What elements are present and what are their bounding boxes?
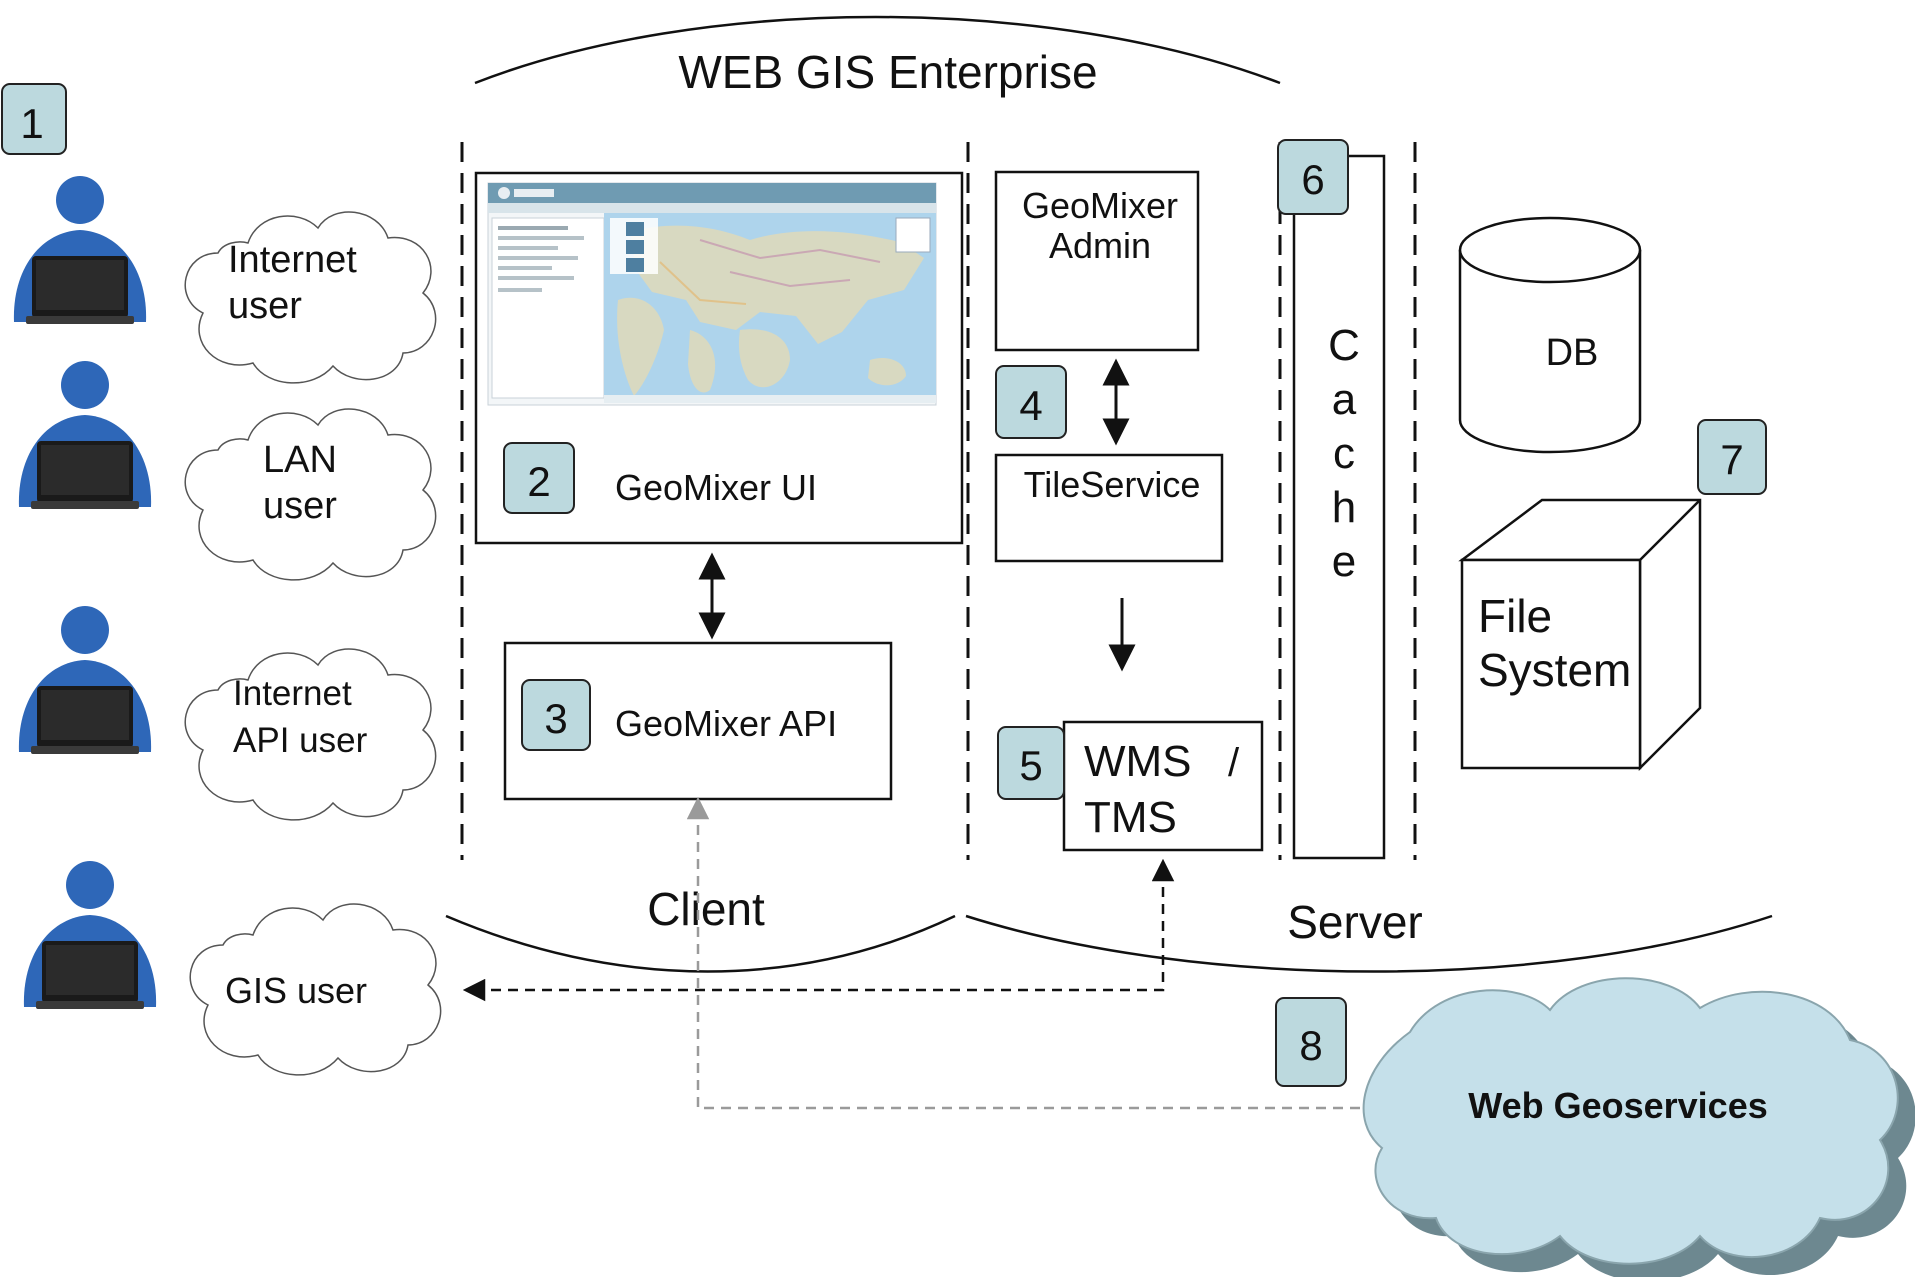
- enterprise-brace: [474, 15, 1281, 85]
- fs-label: File: [1478, 590, 1552, 642]
- fs-label: System: [1478, 644, 1631, 696]
- cache-letter: c: [1333, 429, 1355, 478]
- badge-7: 7: [1697, 419, 1767, 495]
- badge-number: 6: [1301, 156, 1324, 203]
- person-icon: [18, 606, 152, 754]
- web-geoservices-cloud: Web Geoservices: [1362, 977, 1915, 1277]
- tileservice-box: TileService: [994, 453, 1224, 563]
- user-label: user: [228, 285, 302, 327]
- cache-letter: e: [1332, 537, 1356, 586]
- db-label: DB: [1546, 332, 1599, 374]
- badge-6: [1277, 139, 1349, 215]
- ui-label: GeoMixer UI: [615, 467, 817, 508]
- badge-number: 4: [1019, 382, 1042, 429]
- user-api: Internet API user: [18, 606, 437, 821]
- user-label: user: [263, 485, 337, 527]
- api-label: GeoMixer API: [615, 703, 837, 744]
- wms-slash: /: [1228, 741, 1240, 785]
- badge-number: 7: [1720, 436, 1743, 483]
- badge-number: 8: [1299, 1022, 1322, 1069]
- geomixer-admin-box: GeoMixer Admin: [994, 170, 1200, 352]
- database-cylinder: DB: [1458, 216, 1642, 454]
- badge-2: [503, 442, 575, 514]
- api-to-web-geoservices-arrow: [686, 796, 1388, 1120]
- badge-3: [521, 679, 591, 751]
- wms-tms-box: 5 WMS / TMS: [997, 720, 1264, 852]
- user-gis: GIS user: [23, 861, 442, 1076]
- tms-label: TMS: [1084, 793, 1177, 842]
- page-title: WEB GIS Enterprise: [678, 46, 1097, 98]
- person-icon: [23, 861, 157, 1009]
- badge-1: 1: [1, 83, 67, 155]
- cache-letter: a: [1332, 375, 1357, 424]
- user-label: LAN: [263, 439, 337, 481]
- file-system-cube: File System: [1458, 498, 1702, 772]
- admin-label: GeoMixer: [1022, 185, 1178, 226]
- map-screenshot: [487, 182, 937, 406]
- badge-4: 4: [995, 365, 1067, 439]
- user-label: Internet: [233, 674, 352, 713]
- geomixer-api-box: 3 GeoMixer API: [503, 641, 893, 801]
- cache-letter: h: [1332, 483, 1356, 532]
- cloud-icon: [184, 211, 437, 384]
- wms-label: WMS: [1084, 737, 1192, 786]
- badge-number: 2: [527, 458, 550, 505]
- user-label: GIS user: [225, 970, 367, 1011]
- cache-box: 6 C a c h e: [1277, 139, 1386, 860]
- person-icon: [18, 361, 152, 509]
- user-lan: LAN user: [18, 361, 437, 581]
- badge-number: 1: [20, 100, 43, 147]
- wms-to-gis-user-arrow: [462, 858, 1175, 1002]
- admin-label: Admin: [1049, 225, 1151, 266]
- tileservice-label: TileService: [1024, 464, 1201, 505]
- cache-letter: C: [1328, 321, 1360, 370]
- web-geoservices-label: Web Geoservices: [1468, 1085, 1768, 1126]
- badge-number: 3: [544, 695, 567, 742]
- geomixer-ui-box: 2 GeoMixer UI: [474, 171, 964, 545]
- user-label: Internet: [228, 239, 357, 281]
- client-label: Client: [647, 883, 765, 935]
- user-internet: Internet user: [13, 176, 437, 384]
- person-icon: [13, 176, 147, 324]
- server-label: Server: [1287, 896, 1422, 948]
- user-label: API user: [233, 721, 368, 760]
- badge-number: 5: [1019, 742, 1042, 789]
- badge-8: 8: [1275, 997, 1347, 1087]
